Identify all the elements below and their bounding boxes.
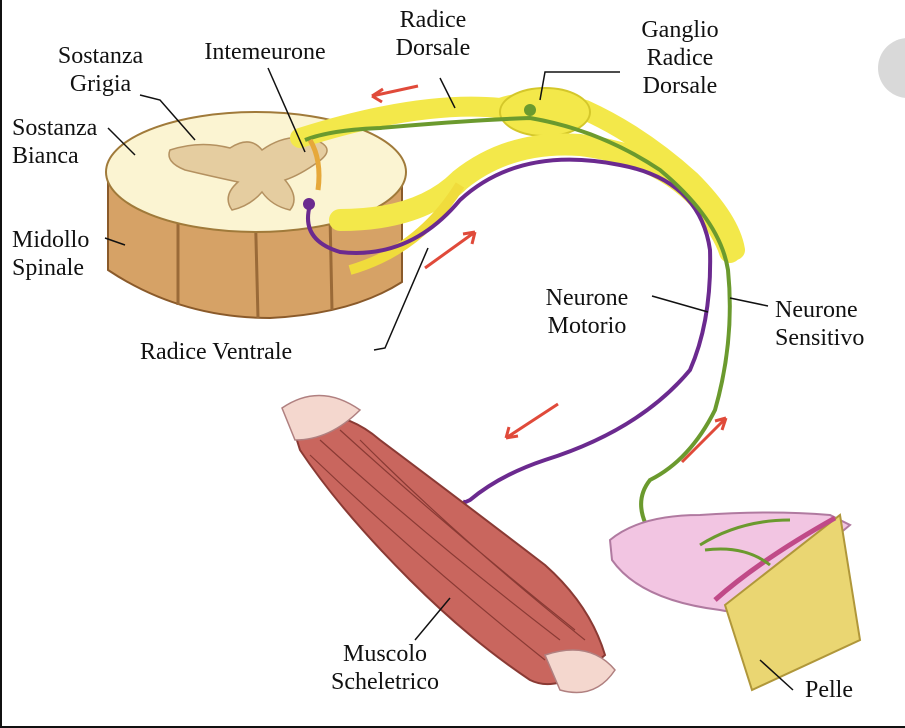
leader-neurone-motorio [652, 296, 708, 312]
label-pelle: Pelle [805, 676, 895, 704]
spinal-cord-groove-right [330, 215, 332, 310]
label-sostanza-bianca: Sostanza Bianca [12, 114, 132, 170]
label-ganglio: Ganglio Radice Dorsale [610, 16, 750, 100]
leader-neurone-sensitivo [730, 298, 768, 306]
label-midollo: Midollo Spinale [12, 226, 122, 282]
label-interneurone: Intemeurone [180, 38, 350, 66]
label-sostanza-grigia: Sostanza Grigia [38, 42, 163, 98]
arrow-dorsal-root [372, 86, 418, 102]
label-radice-dorsale: Radice Dorsale [368, 6, 498, 62]
label-muscolo: Muscolo Scheletrico [300, 640, 470, 696]
skin-section [610, 513, 860, 691]
label-neurone-motorio: Neurone Motorio [522, 284, 652, 340]
arrow-ventral-root [425, 232, 475, 268]
label-radice-ventrale: Radice Ventrale [140, 338, 380, 366]
motor-neuron-body [303, 198, 315, 210]
label-neurone-sensitivo: Neurone Sensitivo [775, 296, 905, 352]
arrow-sensory [682, 418, 726, 462]
leader-muscolo [415, 598, 450, 640]
sensory-ganglion-cell [524, 104, 536, 116]
arrow-motor [506, 404, 558, 438]
